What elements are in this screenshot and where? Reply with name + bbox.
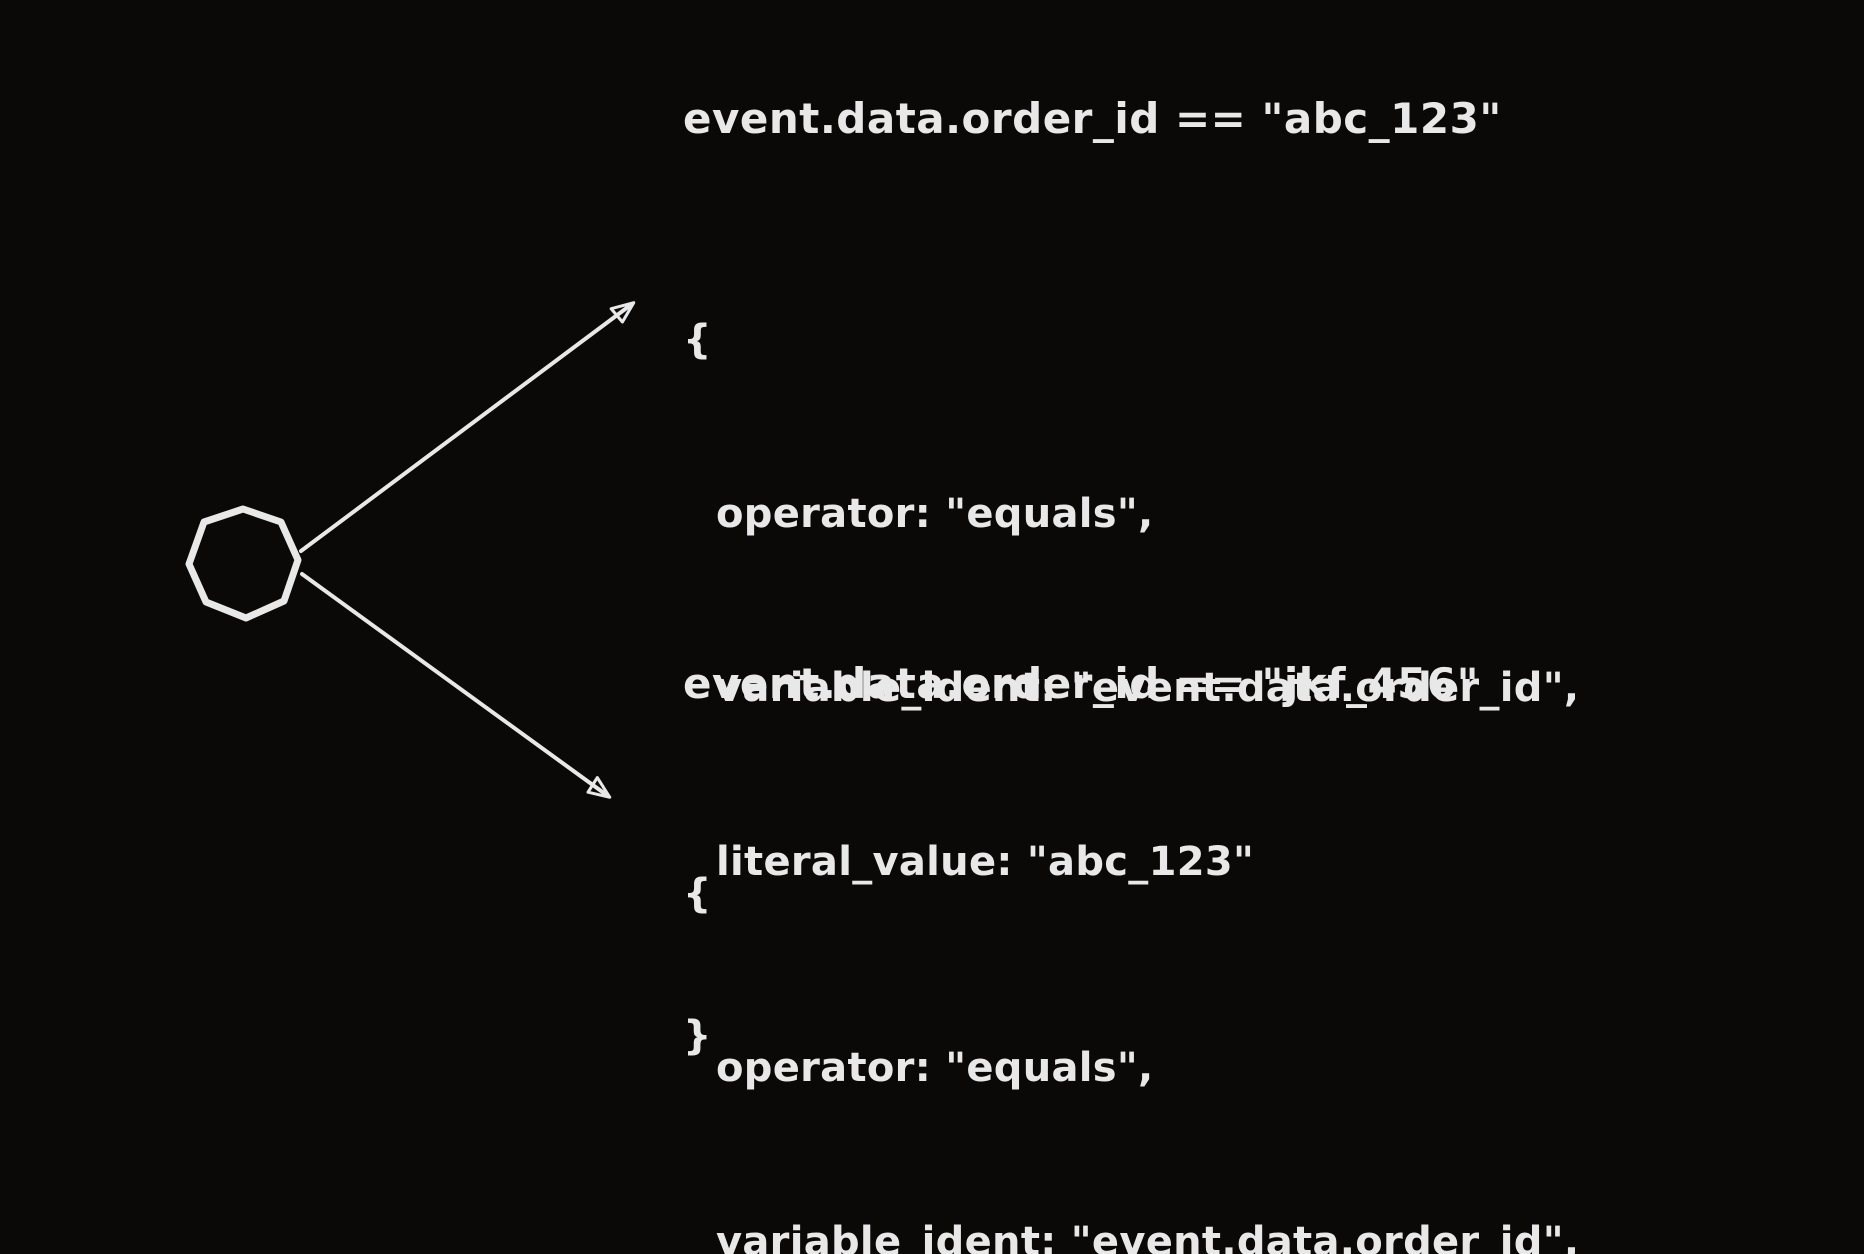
code-block: { operator: "equals", variable_ident: "e… <box>683 195 1579 1181</box>
code-line-operator: operator: "equals", <box>716 1045 1154 1091</box>
code-line-operator: operator: "equals", <box>716 491 1154 537</box>
code-block: { operator: "equals", variable_ident: "e… <box>683 749 1579 1254</box>
branch-block-abc-123: event.data.order_id == "abc_123" { opera… <box>683 94 1583 1059</box>
branch-arrow-bottom <box>300 572 612 799</box>
code-line-literal-value: literal_value: "abc_123" <box>716 839 1255 885</box>
decision-node-circle <box>185 505 302 622</box>
code-open-brace: { <box>683 871 712 917</box>
code-open-brace: { <box>683 317 712 363</box>
branch-arrow-top <box>299 301 636 553</box>
branch-block-jkf-456: event.data.order_id == "jkf_456" { opera… <box>683 659 1583 1254</box>
code-line-variable-ident: variable_ident: "event.data.order_id", <box>716 1219 1580 1254</box>
condition-label: event.data.order_id == "abc_123" <box>683 94 1502 143</box>
code-close-brace: } <box>683 1013 712 1059</box>
condition-label: event.data.order_id == "jkf_456" <box>683 659 1480 708</box>
code-line-variable-ident: variable_ident: "event.data.order_id", <box>716 665 1580 711</box>
